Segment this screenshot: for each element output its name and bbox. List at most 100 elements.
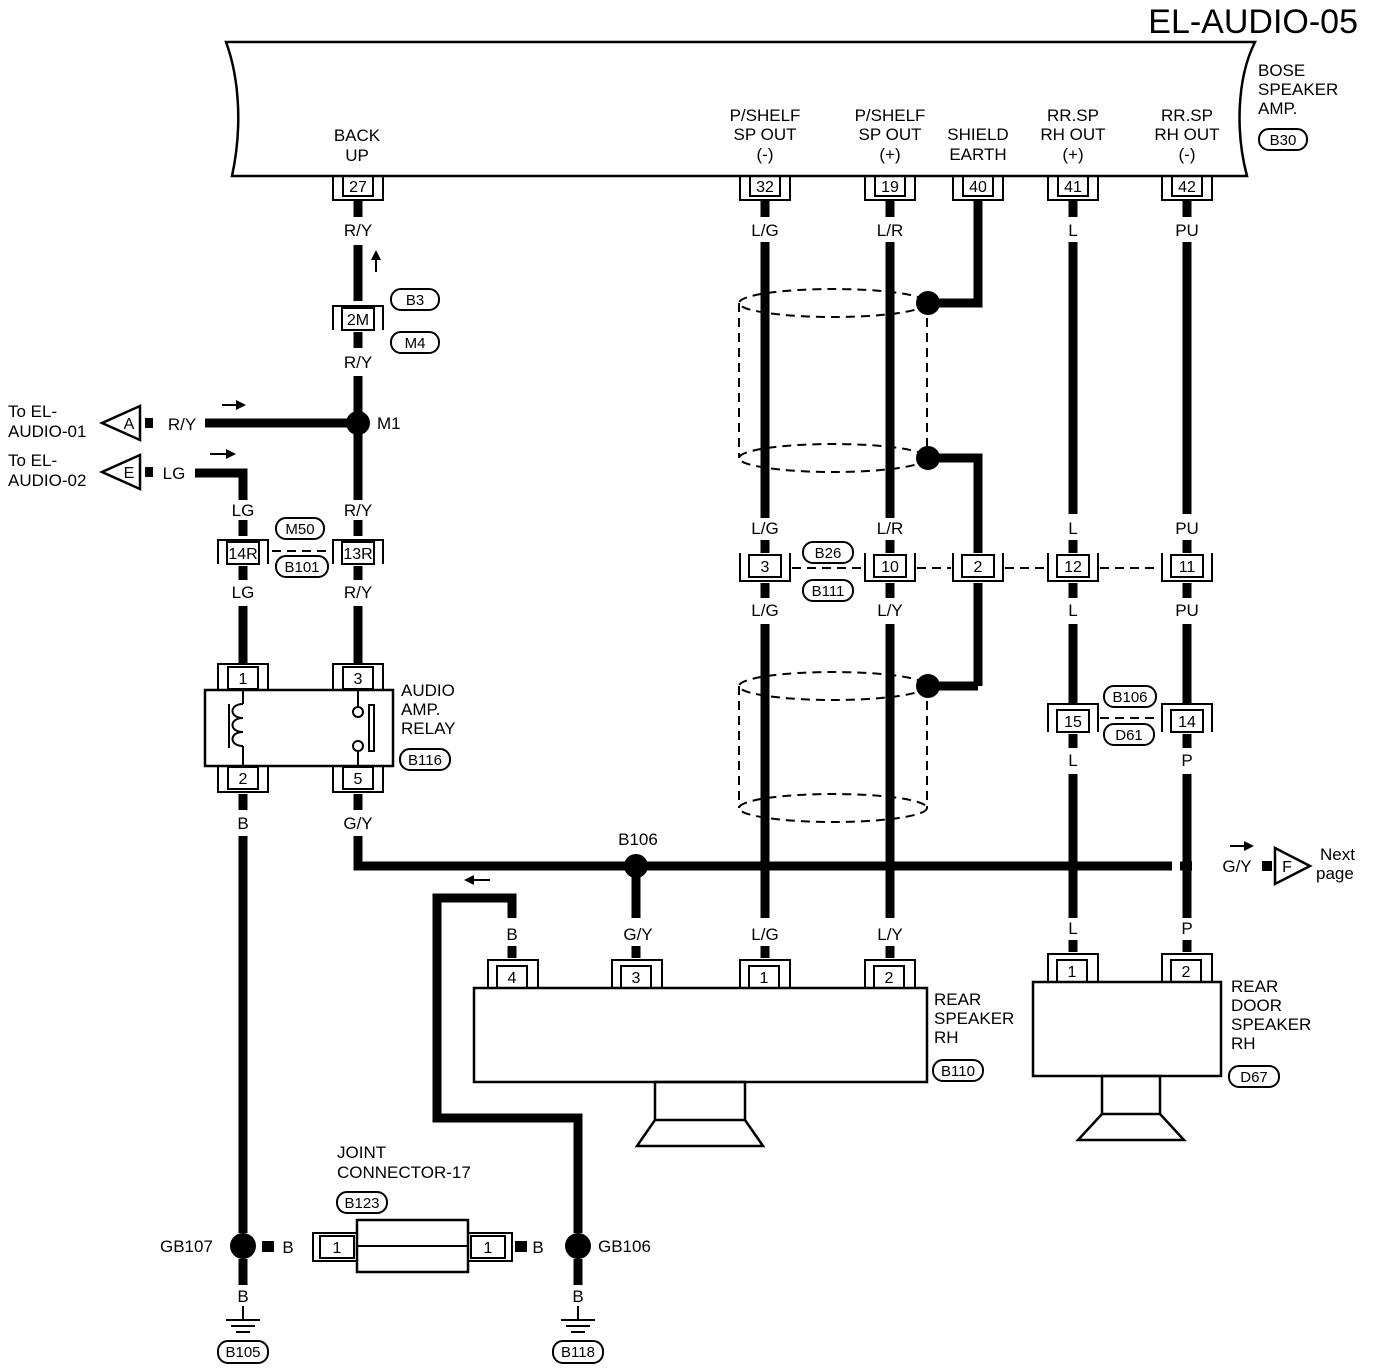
svg-text:P/SHELF: P/SHELF [730, 106, 801, 125]
svg-text:P/SHELF: P/SHELF [855, 106, 926, 125]
svg-text:3: 3 [354, 671, 363, 688]
svg-text:PU: PU [1175, 221, 1199, 240]
svg-text:L/R: L/R [877, 519, 903, 538]
svg-text:B26: B26 [815, 545, 842, 562]
svg-text:R/Y: R/Y [344, 353, 372, 372]
svg-text:D67: D67 [1240, 1069, 1268, 1086]
bose-speaker-amp: BOSE SPEAKER AMP. B30 BACK UP P/SHELF SP… [224, 40, 1338, 178]
svg-text:R/Y: R/Y [168, 415, 196, 434]
relay-output-wires: B G/Y B106 G/Y [237, 794, 1192, 1233]
rear-rh-wires: L L PU PU [1068, 200, 1199, 553]
offpage-connector-a[interactable]: To EL- AUDIO-01 A R/Y [8, 402, 196, 442]
svg-text:B30: B30 [1270, 132, 1297, 149]
b26-output-wires: L/G L/Y L PU [738, 583, 1199, 918]
svg-text:B: B [572, 1287, 583, 1306]
svg-text:G/Y: G/Y [623, 925, 652, 944]
svg-text:L: L [1068, 519, 1077, 538]
svg-text:G/Y: G/Y [343, 814, 372, 833]
svg-text:19: 19 [881, 179, 899, 196]
svg-text:B110: B110 [941, 1063, 975, 1080]
svg-text:Next: Next [1320, 845, 1355, 864]
svg-text:D61: D61 [1115, 727, 1143, 744]
svg-text:B: B [237, 814, 248, 833]
svg-text:RH: RH [1231, 1034, 1256, 1053]
svg-text:L/G: L/G [751, 925, 778, 944]
svg-text:L/G: L/G [751, 601, 778, 620]
svg-text:PU: PU [1175, 601, 1199, 620]
svg-text:AUDIO: AUDIO [401, 681, 455, 700]
svg-text:P: P [1181, 919, 1192, 938]
svg-text:B: B [237, 1287, 248, 1306]
svg-text:10: 10 [881, 559, 899, 576]
svg-text:LG: LG [232, 501, 255, 520]
svg-text:LG: LG [163, 464, 186, 483]
svg-text:L/G: L/G [751, 519, 778, 538]
svg-text:13R: 13R [343, 546, 372, 563]
svg-text:GB106: GB106 [598, 1237, 651, 1256]
svg-text:REAR: REAR [1231, 977, 1278, 996]
svg-text:AUDIO-02: AUDIO-02 [8, 471, 86, 490]
svg-text:GB107: GB107 [160, 1237, 213, 1256]
svg-text:RELAY: RELAY [401, 719, 456, 738]
svg-text:14: 14 [1178, 714, 1196, 731]
svg-text:12: 12 [1064, 559, 1082, 576]
svg-text:SPEAKER: SPEAKER [1258, 80, 1338, 99]
audio-amp-relay: 1 3 2 5 AUDIO AMP. RELAY B116 [203, 663, 456, 793]
rear-speaker-rh: B L/G L/Y 4 3 1 2 REAR SPEAKER RH B110 [432, 875, 1014, 1233]
svg-text:A: A [124, 416, 135, 433]
svg-text:B: B [506, 925, 517, 944]
shelf-speaker-wires: L/G L/R L/G L/R [738, 200, 983, 553]
svg-text:B: B [282, 1238, 293, 1257]
svg-text:4: 4 [508, 970, 517, 987]
backup-line: R/Y 2M B3 M4 R/Y M1 [205, 200, 440, 500]
amp-pins: 27 32 19 40 41 42 [332, 175, 1213, 201]
svg-text:G/Y: G/Y [1222, 857, 1251, 876]
svg-text:(+): (+) [1062, 145, 1083, 164]
svg-text:SHIELD: SHIELD [947, 125, 1008, 144]
svg-text:L: L [1068, 751, 1077, 770]
svg-text:1: 1 [333, 1240, 342, 1257]
svg-text:REAR: REAR [934, 990, 981, 1009]
svg-text:B116: B116 [408, 752, 442, 769]
offpage-connector-f[interactable]: G/Y F Next page [1222, 841, 1355, 887]
svg-text:3: 3 [632, 970, 641, 987]
svg-text:(-): (-) [1179, 145, 1196, 164]
svg-text:AMP.: AMP. [401, 700, 440, 719]
svg-text:L/Y: L/Y [877, 925, 903, 944]
svg-text:SPEAKER: SPEAKER [934, 1009, 1014, 1028]
svg-text:RH OUT: RH OUT [1040, 125, 1105, 144]
svg-text:B101: B101 [284, 559, 319, 576]
svg-text:SP OUT: SP OUT [734, 125, 797, 144]
svg-text:B3: B3 [406, 292, 424, 309]
svg-text:L: L [1068, 601, 1077, 620]
svg-text:EARTH: EARTH [949, 145, 1006, 164]
svg-text:L: L [1068, 221, 1077, 240]
ground-gb106: GB106 B B B118 [515, 1233, 651, 1364]
svg-text:2: 2 [239, 771, 248, 788]
svg-text:B123: B123 [344, 1195, 379, 1212]
svg-text:5: 5 [354, 771, 363, 788]
svg-text:page: page [1316, 864, 1354, 883]
offpage-connector-e[interactable]: To EL- AUDIO-02 E LG [8, 449, 248, 500]
svg-text:3: 3 [761, 559, 770, 576]
svg-text:2: 2 [885, 970, 894, 987]
svg-text:(-): (-) [757, 145, 774, 164]
svg-text:M50: M50 [285, 521, 314, 538]
svg-text:M1: M1 [377, 414, 401, 433]
svg-text:R/Y: R/Y [344, 583, 372, 602]
svg-text:2M: 2M [347, 312, 369, 329]
svg-text:11: 11 [1179, 559, 1196, 576]
svg-text:DOOR: DOOR [1231, 996, 1282, 1015]
svg-text:40: 40 [969, 179, 987, 196]
svg-text:To EL-: To EL- [8, 402, 57, 421]
svg-text:R/Y: R/Y [344, 501, 372, 520]
svg-text:L/R: L/R [877, 221, 903, 240]
svg-text:RH: RH [934, 1028, 959, 1047]
svg-text:AMP.: AMP. [1258, 99, 1297, 118]
svg-text:1: 1 [760, 970, 769, 987]
svg-text:B118: B118 [561, 1344, 595, 1361]
svg-text:AUDIO-01: AUDIO-01 [8, 422, 86, 441]
rear-door-speaker-rh: L P 1 2 REAR DOOR SPEAKER RH D67 [1031, 919, 1311, 1142]
svg-text:2: 2 [974, 559, 983, 576]
svg-text:L/G: L/G [751, 221, 778, 240]
